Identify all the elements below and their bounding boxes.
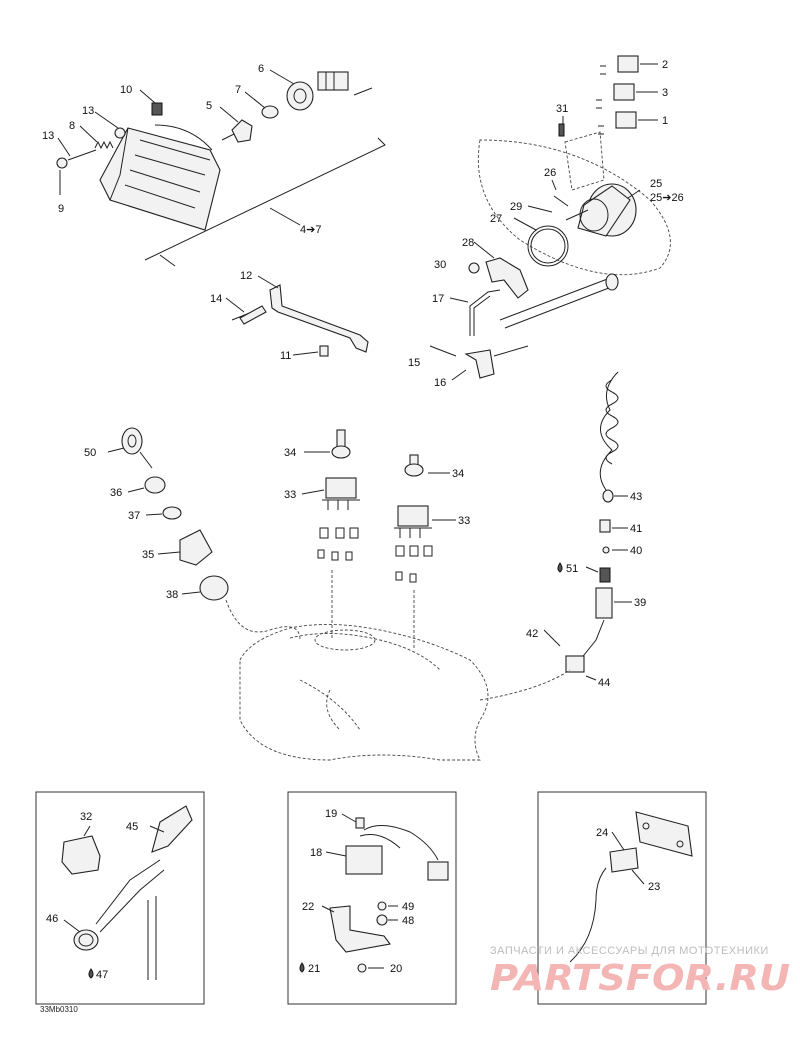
callout-47: 47	[96, 969, 108, 981]
callout-21: 21	[308, 963, 320, 975]
callout-1: 1	[662, 115, 668, 127]
callout-23: 23	[648, 881, 660, 893]
inset-box-middle	[287, 791, 457, 1005]
callout-13a: 13	[82, 105, 94, 117]
callout-2: 2	[662, 59, 668, 71]
callout-30: 30	[434, 259, 446, 271]
callout-36: 36	[110, 487, 122, 499]
callout-28: 28	[462, 237, 474, 249]
callout-35: 35	[142, 549, 154, 561]
callout-19: 19	[325, 808, 337, 820]
callout-13b: 13	[42, 130, 54, 142]
console-outline	[239, 624, 489, 761]
callout-46: 46	[46, 913, 58, 925]
callout-6: 6	[258, 63, 264, 75]
callout-18: 18	[310, 847, 322, 859]
ignition-switch-group	[107, 427, 456, 650]
callout-45: 45	[126, 821, 138, 833]
callout-22: 22	[302, 901, 314, 913]
callout-26: 26	[544, 167, 556, 179]
callout-24: 24	[596, 827, 608, 839]
callout-48: 48	[402, 915, 414, 927]
callout-51: 51	[566, 563, 578, 575]
callout-16: 16	[434, 377, 446, 389]
speedometer-cable	[479, 371, 632, 701]
drop-icon	[557, 562, 563, 573]
callout-33b: 33	[458, 515, 470, 527]
callout-37: 37	[128, 510, 140, 522]
watermark-brand: PARTSFOR.RU	[490, 958, 790, 999]
callout-4-7: 4➔7	[300, 224, 321, 236]
inset-box-right	[537, 791, 707, 1005]
callout-10: 10	[120, 84, 132, 96]
callout-29: 29	[510, 201, 522, 213]
callout-27: 27	[490, 213, 502, 225]
callout-40: 40	[630, 545, 642, 557]
callout-33a: 33	[284, 489, 296, 501]
callout-31: 31	[556, 103, 568, 115]
drawing-code: 33Mb0310	[40, 1005, 78, 1014]
callout-25: 25	[650, 178, 662, 190]
callout-17: 17	[432, 293, 444, 305]
callout-34b: 34	[452, 468, 464, 480]
callout-41: 41	[630, 523, 642, 535]
callout-5: 5	[206, 100, 212, 112]
callout-44: 44	[598, 677, 610, 689]
callout-49: 49	[402, 901, 414, 913]
callout-25-26: 25➔26	[650, 192, 684, 204]
inset-box-left	[35, 791, 205, 1005]
callout-39: 39	[634, 597, 646, 609]
watermark-tagline: ЗАПЧАСТИ И АКСЕССУАРЫ ДЛЯ МОТОТЕХНИКИ	[490, 945, 769, 957]
callout-20: 20	[390, 963, 402, 975]
callout-15: 15	[408, 357, 420, 369]
callout-38: 38	[166, 589, 178, 601]
watermark: ЗАПЧАСТИ И АКСЕССУАРЫ ДЛЯ МОТОТЕХНИКИ PA…	[490, 945, 790, 999]
callout-8: 8	[69, 120, 75, 132]
callout-32: 32	[80, 811, 92, 823]
callout-42: 42	[526, 628, 538, 640]
callout-7: 7	[235, 84, 241, 96]
headlight-bracket	[225, 275, 369, 357]
callout-9: 9	[58, 203, 64, 215]
callout-50: 50	[84, 447, 96, 459]
gauge-assembly	[429, 55, 671, 381]
callout-3: 3	[662, 87, 668, 99]
drop-icons	[88, 562, 563, 979]
callout-14: 14	[210, 293, 222, 305]
callout-34a: 34	[284, 447, 296, 459]
headlight-assembly	[56, 69, 386, 267]
callout-labels: 1 2 3 4➔7 5 6 7 8 9 10 11 12 13 13 14 15…	[42, 59, 684, 981]
drop-icon	[299, 962, 305, 973]
drop-icon	[88, 968, 94, 979]
callout-12: 12	[240, 270, 252, 282]
callout-11: 11	[280, 350, 291, 362]
callout-43: 43	[630, 491, 642, 503]
